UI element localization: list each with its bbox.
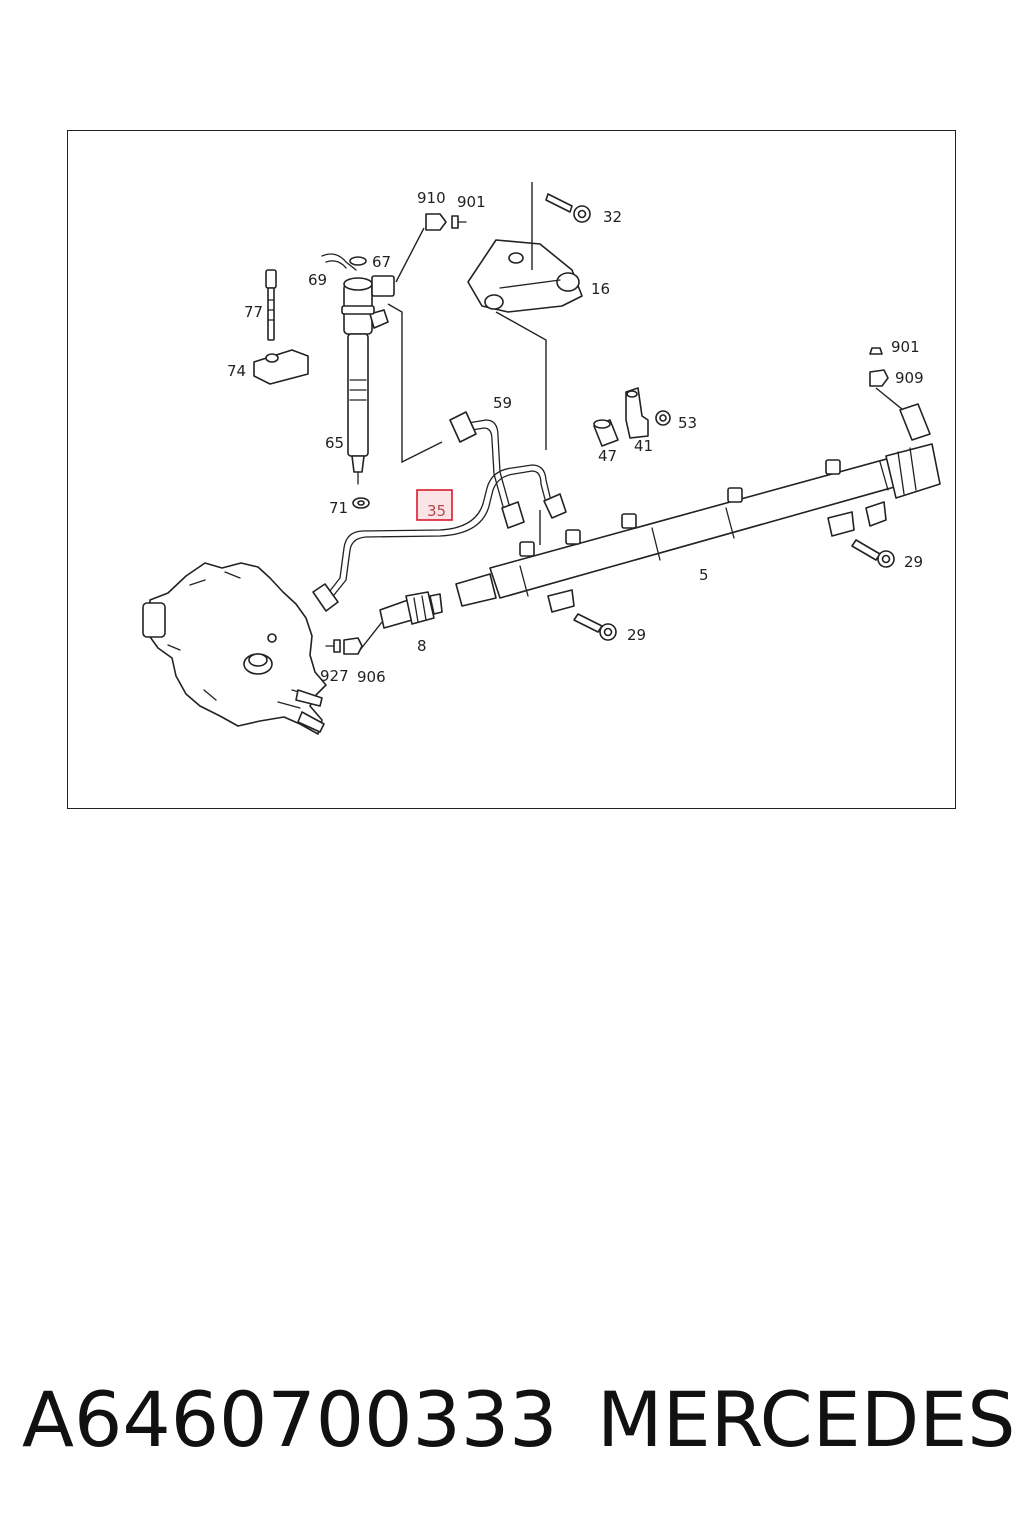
callout-65: 65 xyxy=(325,434,344,452)
diagram-frame xyxy=(67,130,956,809)
connector-910 xyxy=(425,213,447,231)
bracket-16 xyxy=(467,239,583,313)
holder-41 xyxy=(625,387,649,439)
fuel-rail xyxy=(455,443,941,613)
clip-69 xyxy=(321,253,357,271)
plug-901-top xyxy=(451,215,467,229)
callout-29-right: 29 xyxy=(904,553,923,571)
callout-41: 41 xyxy=(634,437,653,455)
clamp-74 xyxy=(253,349,309,385)
plug-901-right xyxy=(869,347,883,355)
hp-line-59 xyxy=(449,411,525,529)
callout-901-top: 901 xyxy=(457,193,486,211)
callout-67: 67 xyxy=(372,253,391,271)
callout-74: 74 xyxy=(227,362,246,380)
highlighted-callout-box xyxy=(416,489,453,521)
sensor-909 xyxy=(869,369,889,387)
callout-909: 909 xyxy=(895,369,924,387)
fuel-injector xyxy=(341,275,395,485)
brand-name: MERCEDES xyxy=(597,1375,1016,1464)
bolt-29-lower xyxy=(573,613,617,641)
fuel-rail-exploded-diagram: 910 901 32 67 69 16 77 74 901 909 59 53 … xyxy=(142,182,941,735)
callout-927: 927 xyxy=(320,667,349,685)
rail-sensor-housing xyxy=(899,403,931,441)
high-pressure-pump xyxy=(142,562,327,735)
callout-59: 59 xyxy=(493,394,512,412)
callout-29-lower: 29 xyxy=(627,626,646,644)
callout-69: 69 xyxy=(308,271,327,289)
connector-906 xyxy=(343,637,363,655)
callout-910: 910 xyxy=(417,189,446,207)
callout-35: 35 xyxy=(427,502,446,520)
bolt-29-right xyxy=(851,539,895,568)
callout-5: 5 xyxy=(699,566,709,584)
sealing-ring-67 xyxy=(349,256,367,266)
plug-927 xyxy=(325,639,341,653)
callout-901-right: 901 xyxy=(891,338,920,356)
callout-8: 8 xyxy=(417,637,427,655)
callout-53: 53 xyxy=(678,414,697,432)
pressure-valve-8 xyxy=(379,591,443,629)
nut-53 xyxy=(655,410,671,426)
part-number: A6460700333 xyxy=(22,1375,558,1464)
bolt-32 xyxy=(545,193,591,223)
retainer-47 xyxy=(593,419,619,447)
callout-47: 47 xyxy=(598,447,617,465)
callout-32: 32 xyxy=(603,208,622,226)
clamp-bolt-77 xyxy=(265,269,277,341)
callout-77: 77 xyxy=(244,303,263,321)
hp-line-pump-to-rail xyxy=(312,464,567,612)
footer: A6460700333 MERCEDES xyxy=(0,1370,1024,1470)
callout-16: 16 xyxy=(591,280,610,298)
callout-71: 71 xyxy=(329,499,348,517)
callout-906: 906 xyxy=(357,668,386,686)
